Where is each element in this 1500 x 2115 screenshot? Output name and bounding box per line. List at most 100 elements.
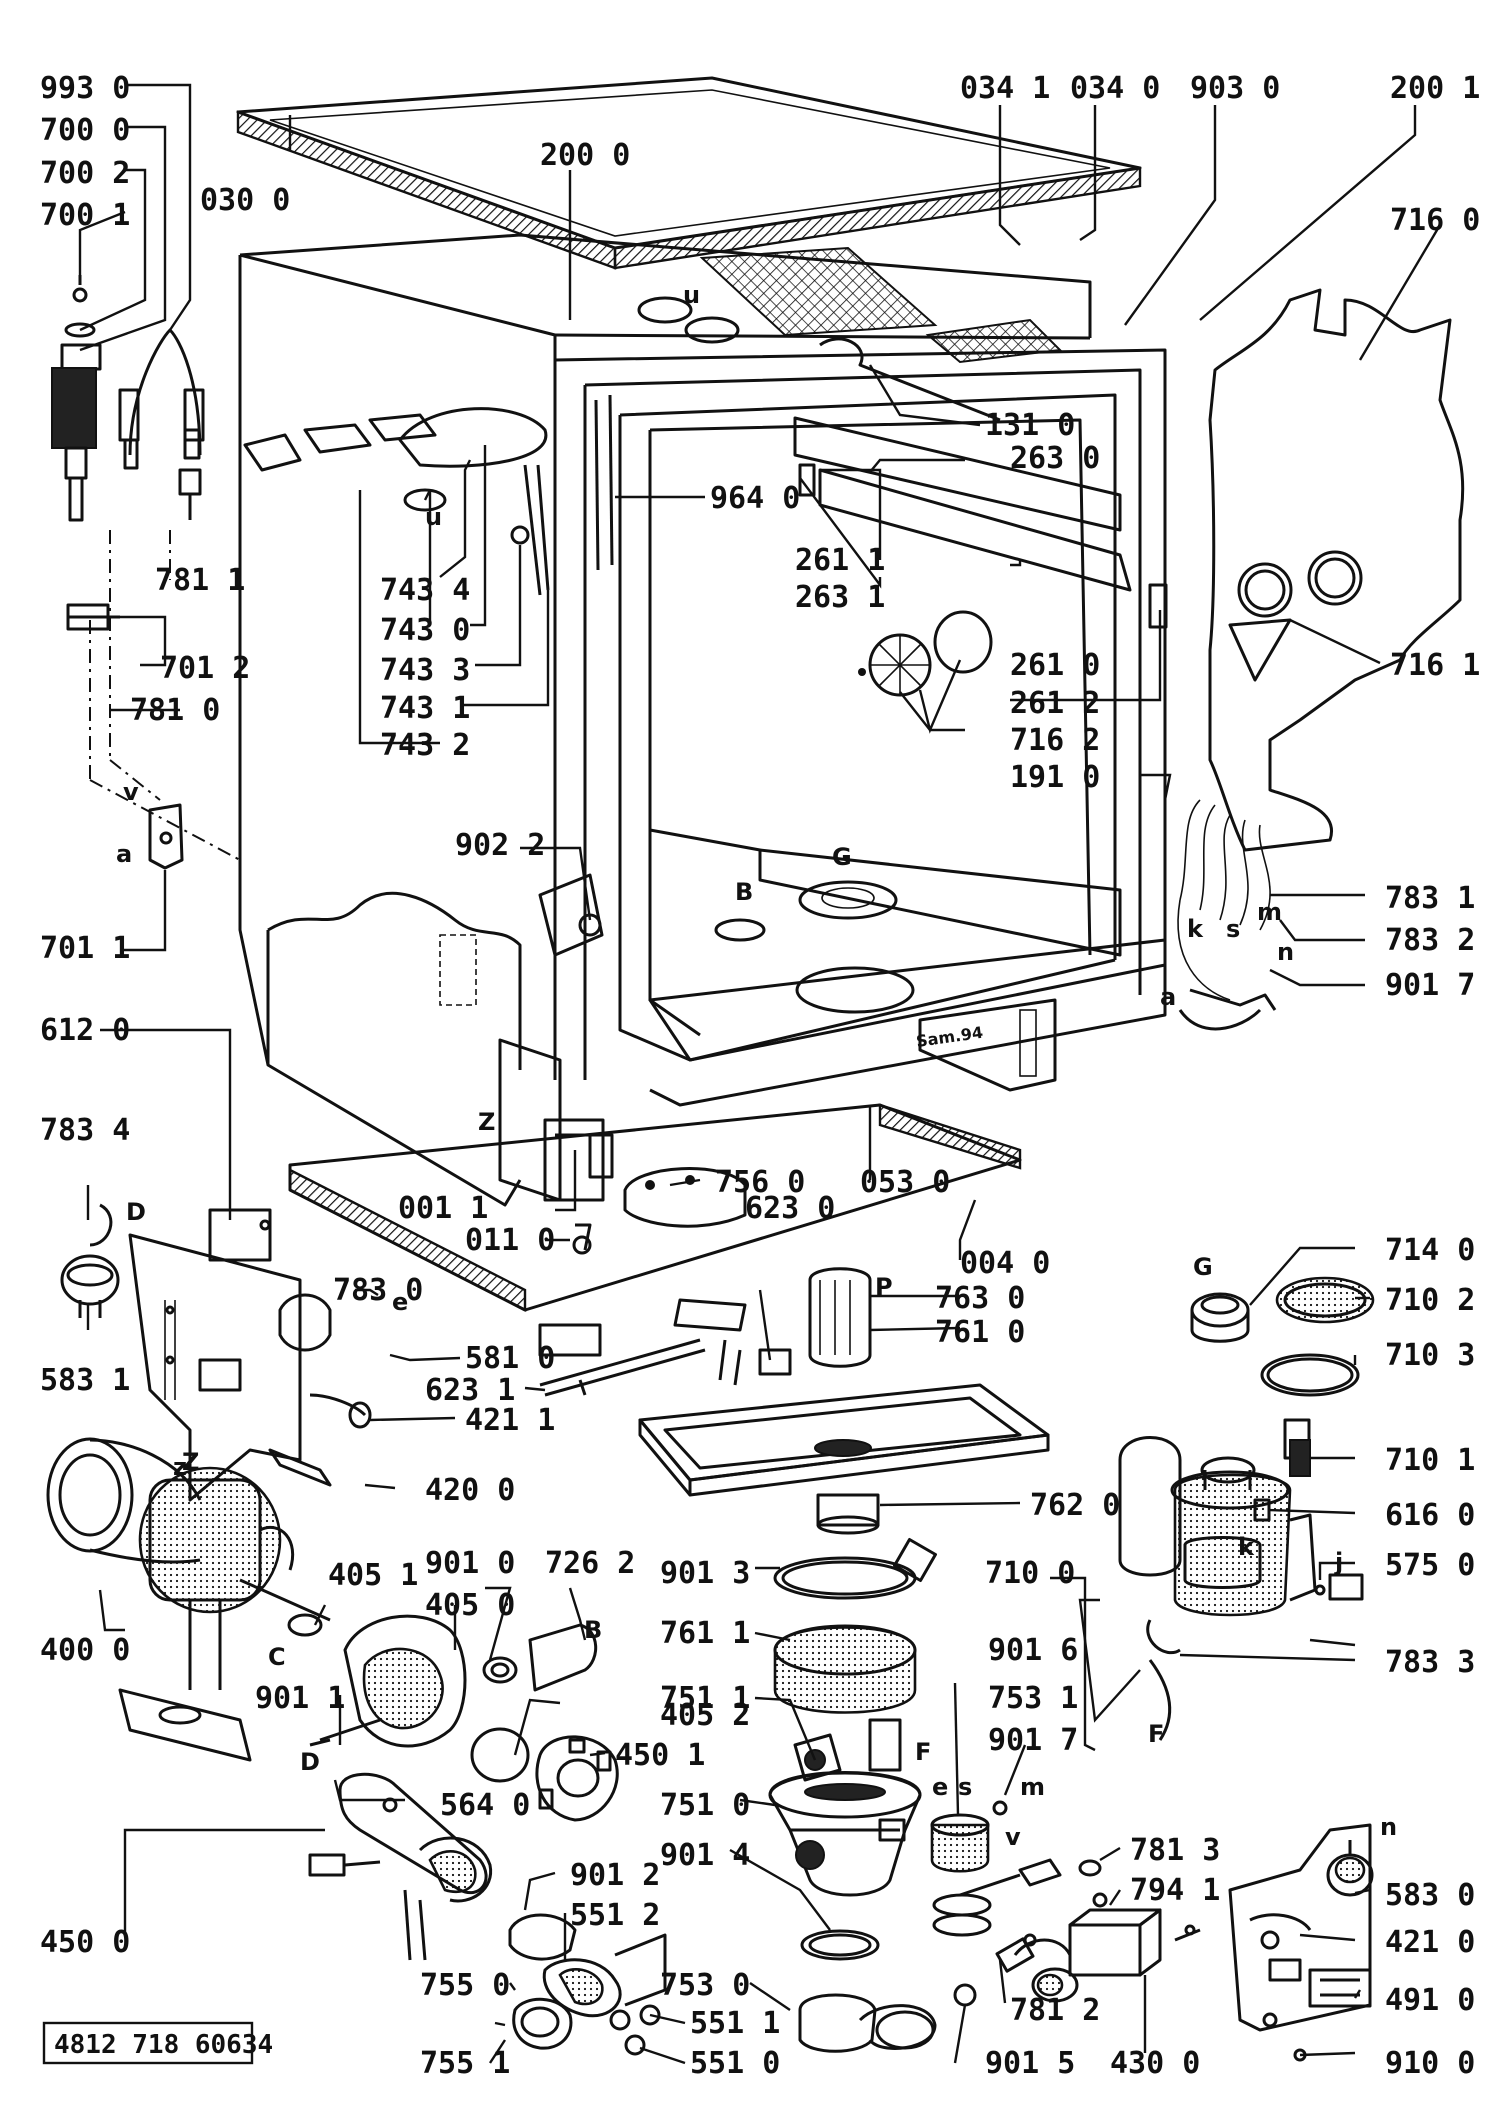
part-label-263-1: 263 1 (795, 580, 885, 615)
assembly-letter: F (915, 1738, 931, 1766)
part-label-753-0: 753 0 (660, 1968, 750, 2003)
part-label-421-1: 421 1 (465, 1403, 555, 1438)
part-label-700-1: 700 1 (40, 198, 130, 233)
part-label-612-0: 612 0 (40, 1013, 130, 1048)
salt-container (1118, 1276, 1375, 1741)
sump-assembly (538, 1267, 1102, 2053)
document-code: 4812 718 60634 (54, 2030, 273, 2060)
assembly-letter: D (126, 1198, 146, 1226)
leader-lines (78, 83, 1442, 2065)
assembly-letter: s (1226, 915, 1240, 943)
part-label-716-1: 716 1 (1390, 648, 1480, 683)
part-label-763-0: 763 0 (935, 1281, 1025, 1316)
assembly-letter: u (683, 281, 700, 309)
part-label-716-0: 716 0 (1390, 203, 1480, 238)
assembly-letter: a (1160, 983, 1176, 1011)
part-label-421-0: 421 0 (1385, 1925, 1475, 1960)
assembly-letter: z (173, 1453, 187, 1481)
part-label-034-0: 034 0 (1070, 71, 1160, 106)
cabinet-body (238, 233, 1168, 1312)
part-label-001-1: 001 1 (398, 1191, 488, 1226)
part-label-901-4: 901 4 (660, 1838, 750, 1873)
part-label-450-0: 450 0 (40, 1925, 130, 1960)
assembly-letter: u (425, 503, 442, 531)
part-label-781-1: 781 1 (155, 563, 245, 598)
part-label-781-2: 781 2 (1010, 1993, 1100, 2028)
part-label-551-1: 551 1 (690, 2006, 780, 2041)
inlet-valve (953, 1892, 1201, 2007)
part-label-710-2: 710 2 (1385, 1283, 1475, 1318)
circulation-pump (287, 1613, 619, 1822)
part-label-901-2: 901 2 (570, 1858, 660, 1893)
assembly-letter: v (1005, 1823, 1021, 1851)
part-label-261-2: 261 2 (1010, 686, 1100, 721)
assembly-letter: G (1193, 1253, 1213, 1281)
part-label-794-1: 794 1 (1130, 1873, 1220, 1908)
part-label-405-1: 405 1 (328, 1558, 418, 1593)
part-label-623-1: 623 1 (425, 1373, 515, 1408)
part-label-783-4: 783 4 (40, 1113, 130, 1148)
part-label-551-0: 551 0 (690, 2046, 780, 2081)
assembly-letter: G (832, 843, 852, 871)
part-label-263-0: 263 0 (1010, 441, 1100, 476)
part-label-964-0: 964 0 (710, 481, 800, 516)
assembly-letter: n (1380, 1813, 1397, 1841)
part-label-575-0: 575 0 (1385, 1548, 1475, 1583)
part-label-751-0: 751 0 (660, 1788, 750, 1823)
part-label-901-6: 901 6 (988, 1633, 1078, 1668)
part-label-751-1: 751 1 (660, 1681, 750, 1716)
part-label-030-0: 030 0 (200, 183, 290, 218)
part-label-901-1: 901 1 (255, 1681, 345, 1716)
assembly-letter: n (1277, 938, 1294, 966)
part-label-405-0: 405 0 (425, 1588, 515, 1623)
part-label-701-1: 701 1 (40, 931, 130, 966)
part-label-261-0: 261 0 (1010, 648, 1100, 683)
part-label-755-1: 755 1 (420, 2046, 510, 2081)
assembly-letter: v (123, 778, 139, 806)
assembly-letter: a (116, 840, 132, 868)
part-label-781-0: 781 0 (130, 693, 220, 728)
assembly-letter: D (300, 1748, 320, 1776)
part-label-726-2: 726 2 (545, 1546, 635, 1581)
part-label-581-0: 581 0 (465, 1341, 555, 1376)
assembly-letter: e (932, 1773, 948, 1801)
part-label-200-0: 200 0 (540, 138, 630, 173)
part-label-781-3: 781 3 (1130, 1833, 1220, 1868)
part-label-761-1: 761 1 (660, 1616, 750, 1651)
part-label-901-5: 901 5 (985, 2046, 1075, 2081)
assembly-letter: m (1257, 898, 1282, 926)
heater-element (308, 1772, 493, 1961)
control-bracket (60, 1203, 372, 1502)
part-label-034-1: 034 1 (960, 71, 1050, 106)
part-label-901-7b: 901 7 (988, 1723, 1078, 1758)
assembly-letter: C (268, 1643, 286, 1671)
part-label-901-7a: 901 7 (1385, 968, 1475, 1003)
assembly-letter: j (1334, 1548, 1343, 1576)
drain-hose-connectors (508, 1913, 667, 2056)
document-code-box: 4812 718 60634 (42, 2021, 273, 2065)
part-label-743-4: 743 4 (380, 573, 470, 608)
part-label-783-3: 783 3 (1385, 1645, 1475, 1680)
part-label-491-0: 491 0 (1385, 1983, 1475, 2018)
part-label-430-0: 430 0 (1110, 2046, 1200, 2081)
assembly-letter: k (1238, 1533, 1255, 1561)
assembly-letter: k (1187, 915, 1204, 943)
part-label-583-1: 583 1 (40, 1363, 130, 1398)
part-label-902-2: 902 2 (455, 828, 545, 863)
assembly-letter: e (392, 1288, 408, 1316)
assembly-letter: F (1148, 1720, 1164, 1748)
part-label-903-0: 903 0 (1190, 71, 1280, 106)
part-label-200-1: 200 1 (1390, 71, 1480, 106)
part-label-743-2: 743 2 (380, 728, 470, 763)
assembly-letter: Z (478, 1108, 495, 1136)
assembly-letter: m (1020, 1773, 1045, 1801)
part-label-700-2: 700 2 (40, 156, 130, 191)
part-label-910-0: 910 0 (1385, 2046, 1475, 2081)
part-label-623-0: 623 0 (745, 1191, 835, 1226)
part-label-993-0: 993 0 (40, 71, 130, 106)
part-label-755-0: 755 0 (420, 1968, 510, 2003)
part-label-761-0: 761 0 (935, 1315, 1025, 1350)
right-control-bracket (1184, 1823, 1374, 2062)
